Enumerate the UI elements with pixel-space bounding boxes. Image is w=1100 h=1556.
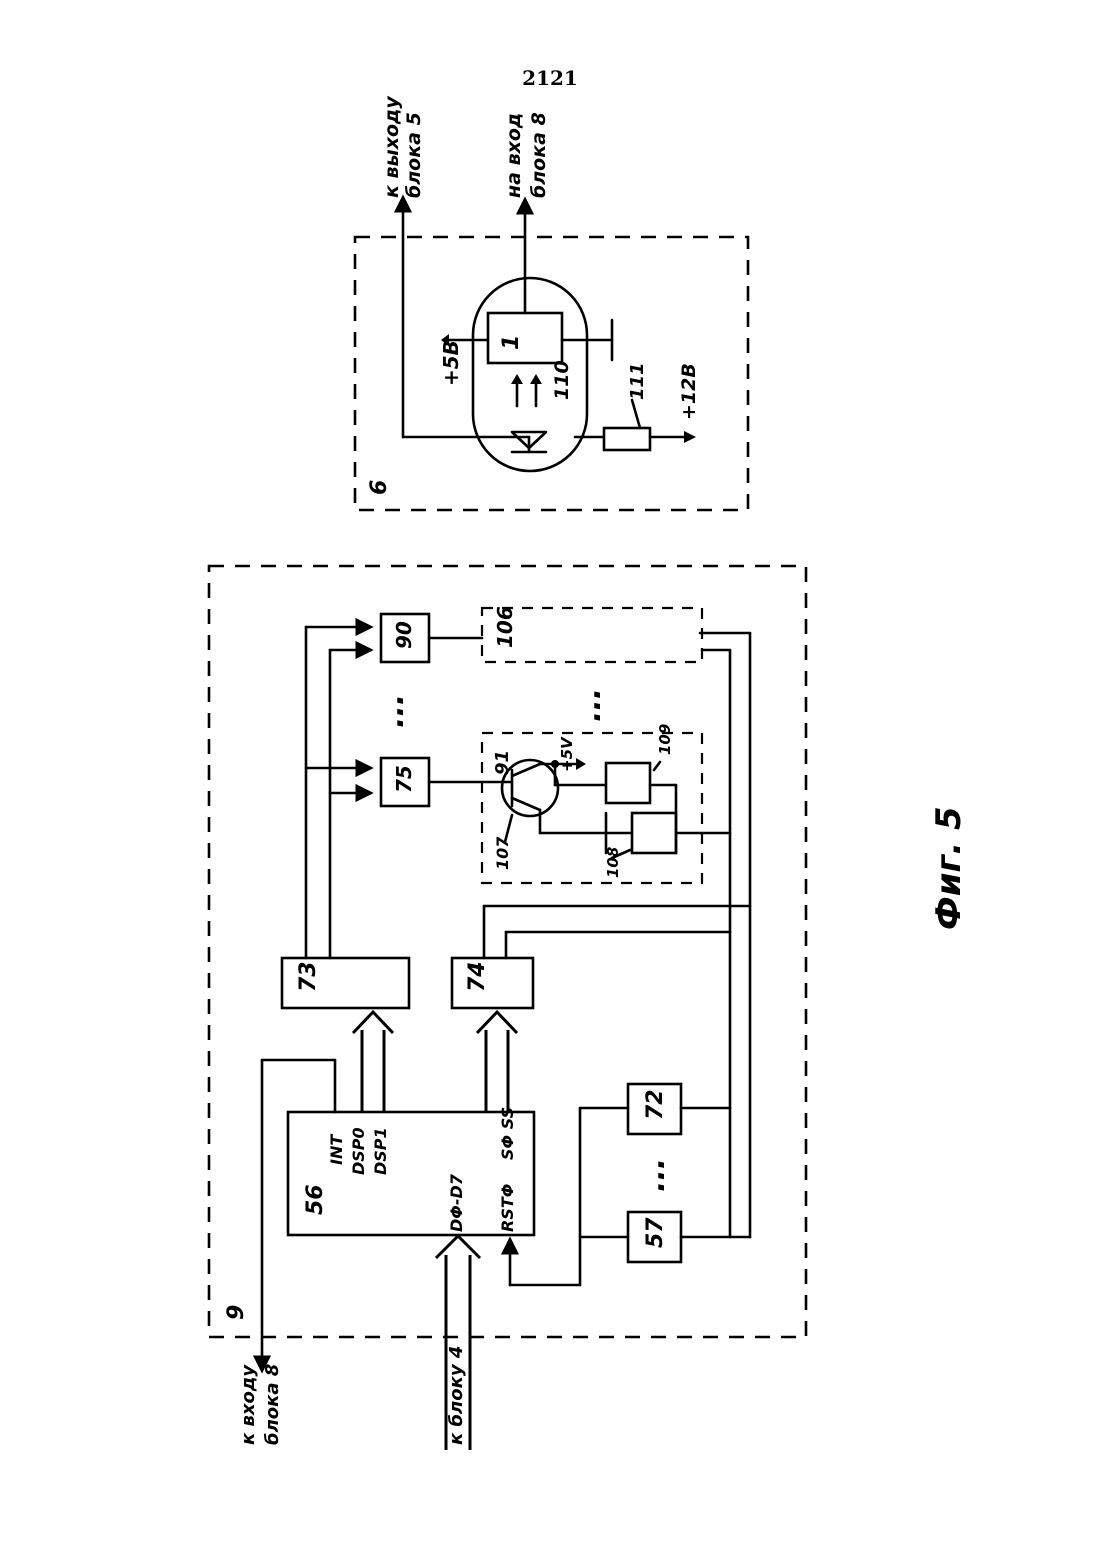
pin-dsp1: DSP1 [371, 1127, 390, 1175]
pin-int: INT [327, 1134, 346, 1165]
block-9: 9 56 INT DSP0 DSP1 DΦ-D7 RSTΦ SΦ SS к вх… [209, 566, 806, 1450]
out-to-block8-line2: блока 8 [528, 112, 550, 198]
resistor-111 [604, 428, 650, 450]
label-90: 90 [392, 621, 416, 649]
label-57: 57 [643, 1217, 668, 1248]
label-107: 107 [493, 836, 512, 870]
label-56: 56 [303, 1184, 328, 1215]
pin-data-bus: DΦ-D7 [447, 1173, 466, 1232]
out-to-block8-line1: на вход [503, 113, 525, 198]
pin-sp-ss: SΦ SS [498, 1107, 517, 1160]
ext-out-line1: к входу [238, 1364, 259, 1445]
pin-reset: RSTΦ [498, 1184, 517, 1232]
supply-5v-block6: +5В [439, 340, 463, 386]
light-arrows [511, 374, 542, 406]
label-109: 109 [656, 724, 674, 755]
to-block5-line1: к выходу [381, 95, 403, 198]
ext-in-line1: к блоку 4 [446, 1346, 467, 1445]
block-6: 6 1 +5В на вход блока 8 к вых [355, 95, 748, 510]
ellipsis-91-106: ... [573, 688, 608, 722]
ellipsis-75-90: ... [376, 694, 411, 728]
resistor-108 [632, 813, 676, 853]
label-91: 91 [492, 750, 513, 775]
resistor-109 [606, 763, 650, 803]
label-106: 106 [493, 606, 517, 648]
label-74: 74 [465, 961, 490, 992]
pin-dsp0: DSP0 [349, 1127, 368, 1175]
block-6-id: 6 [367, 480, 392, 495]
to-block5-line2: блока 5 [403, 112, 425, 198]
supply-5v-block9: +5V [558, 736, 576, 772]
label-108: 108 [604, 847, 622, 878]
label-111: 111 [627, 362, 648, 400]
supply-12v-block6: +12В [678, 363, 700, 420]
label-75: 75 [392, 765, 416, 793]
label-110: 110 [551, 360, 573, 400]
figure-caption: Фиг. 5 [929, 806, 969, 930]
ext-out-line2: блока 8 [262, 1364, 283, 1445]
ellipsis-57-72: ... [637, 1158, 672, 1192]
chip-1-label: 1 [499, 335, 524, 350]
block-9-id: 9 [224, 1305, 249, 1320]
label-72: 72 [643, 1089, 668, 1120]
label-73: 73 [296, 961, 321, 992]
